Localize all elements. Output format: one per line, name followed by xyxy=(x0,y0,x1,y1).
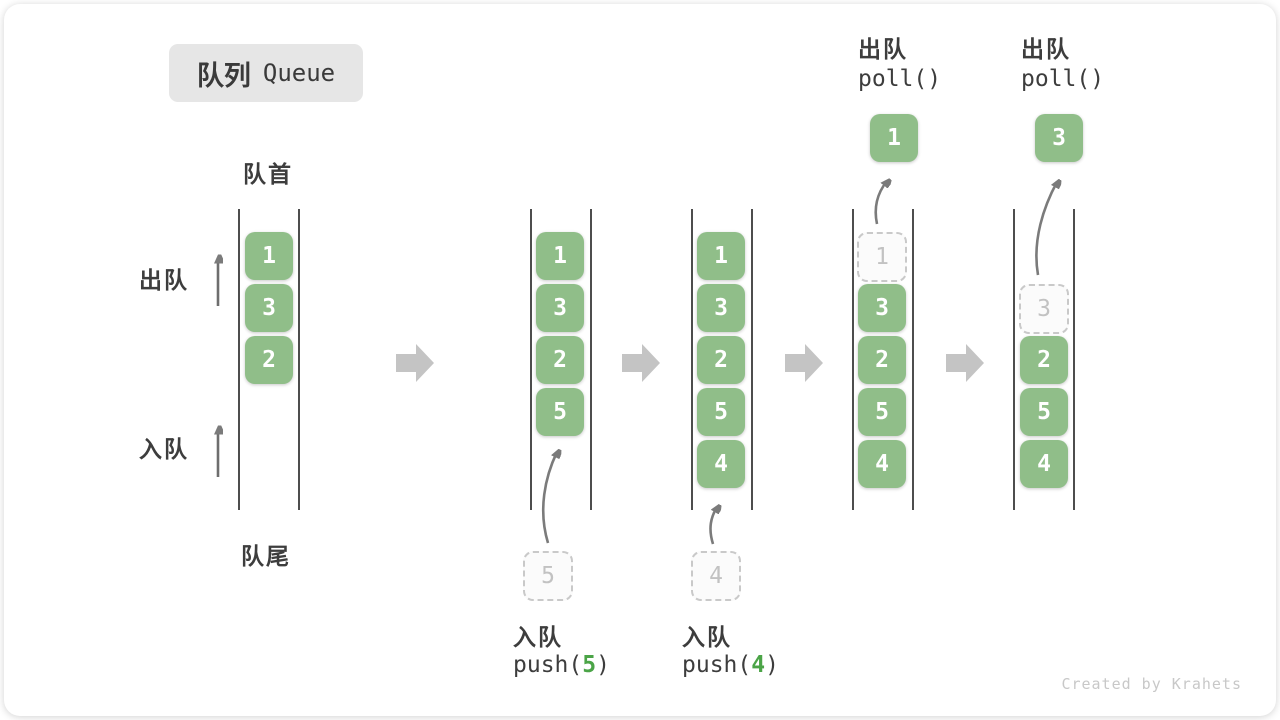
queue5-polled-cell: 3 xyxy=(1035,114,1083,162)
queue4-cell: 4 xyxy=(858,440,906,488)
poll2-code: poll() xyxy=(1021,66,1105,92)
queue4-cell: 3 xyxy=(858,284,906,332)
queue1-cell: 2 xyxy=(245,336,293,384)
queue2-cell: 1 xyxy=(536,232,584,280)
queue1-cell: 3 xyxy=(245,284,293,332)
queue4-polled-cell: 1 xyxy=(870,114,918,162)
queue4-cell: 5 xyxy=(858,388,906,436)
queue4-left-wall xyxy=(852,209,854,510)
label-queue-front: 队首 xyxy=(243,161,293,187)
queue3-cell: 3 xyxy=(697,284,745,332)
queue3-right-wall xyxy=(751,209,753,510)
queue5-cell: 2 xyxy=(1020,336,1068,384)
queue5-left-wall xyxy=(1013,209,1015,510)
queue3-cell: 5 xyxy=(697,388,745,436)
queue1-left-wall xyxy=(238,209,240,510)
queue5-dashed-cell: 3 xyxy=(1019,284,1069,334)
label-queue-rear: 队尾 xyxy=(241,543,291,569)
queue5-cell: 4 xyxy=(1020,440,1068,488)
queue5-cell: 5 xyxy=(1020,388,1068,436)
diagram-card xyxy=(4,4,1276,716)
queue2-left-wall xyxy=(530,209,532,510)
queue2-cell: 5 xyxy=(536,388,584,436)
queue2-right-wall xyxy=(590,209,592,510)
push1-code-pre: push( xyxy=(513,652,583,678)
queue3-cell: 2 xyxy=(697,336,745,384)
queue3-cell: 4 xyxy=(697,440,745,488)
push2-code: push(4) xyxy=(682,652,779,678)
push2-code-pre: push( xyxy=(682,652,752,678)
push1-label: 入队 xyxy=(513,624,563,650)
title-en: Queue xyxy=(262,59,336,87)
queue5-right-wall xyxy=(1073,209,1075,510)
queue2-cell: 2 xyxy=(536,336,584,384)
queue2-cell: 3 xyxy=(536,284,584,332)
poll2-label: 出队 xyxy=(1021,36,1071,62)
push1-code-arg: 5 xyxy=(582,652,597,678)
queue4-dashed-cell: 1 xyxy=(857,232,907,282)
queue3-staged-cell: 4 xyxy=(691,551,741,601)
queue1-cell: 1 xyxy=(245,232,293,280)
queue1-right-wall xyxy=(298,209,300,510)
title-badge: 队列 Queue xyxy=(169,44,363,102)
push1-code: push(5) xyxy=(513,652,610,678)
queue3-cell: 1 xyxy=(697,232,745,280)
push2-code-arg: 4 xyxy=(751,652,766,678)
label-dequeue-left: 出队 xyxy=(139,267,189,293)
queue4-right-wall xyxy=(912,209,914,510)
credit-watermark: Created by Krahets xyxy=(1061,675,1242,693)
title-zh: 队列 xyxy=(196,60,251,91)
queue3-left-wall xyxy=(691,209,693,510)
poll1-label: 出队 xyxy=(858,36,908,62)
queue4-cell: 2 xyxy=(858,336,906,384)
queue2-staged-cell: 5 xyxy=(523,551,573,601)
push2-label: 入队 xyxy=(682,624,732,650)
push1-code-post: ) xyxy=(596,652,610,678)
push2-code-post: ) xyxy=(765,652,779,678)
label-enqueue-left: 入队 xyxy=(139,436,189,462)
poll1-code: poll() xyxy=(858,66,942,92)
